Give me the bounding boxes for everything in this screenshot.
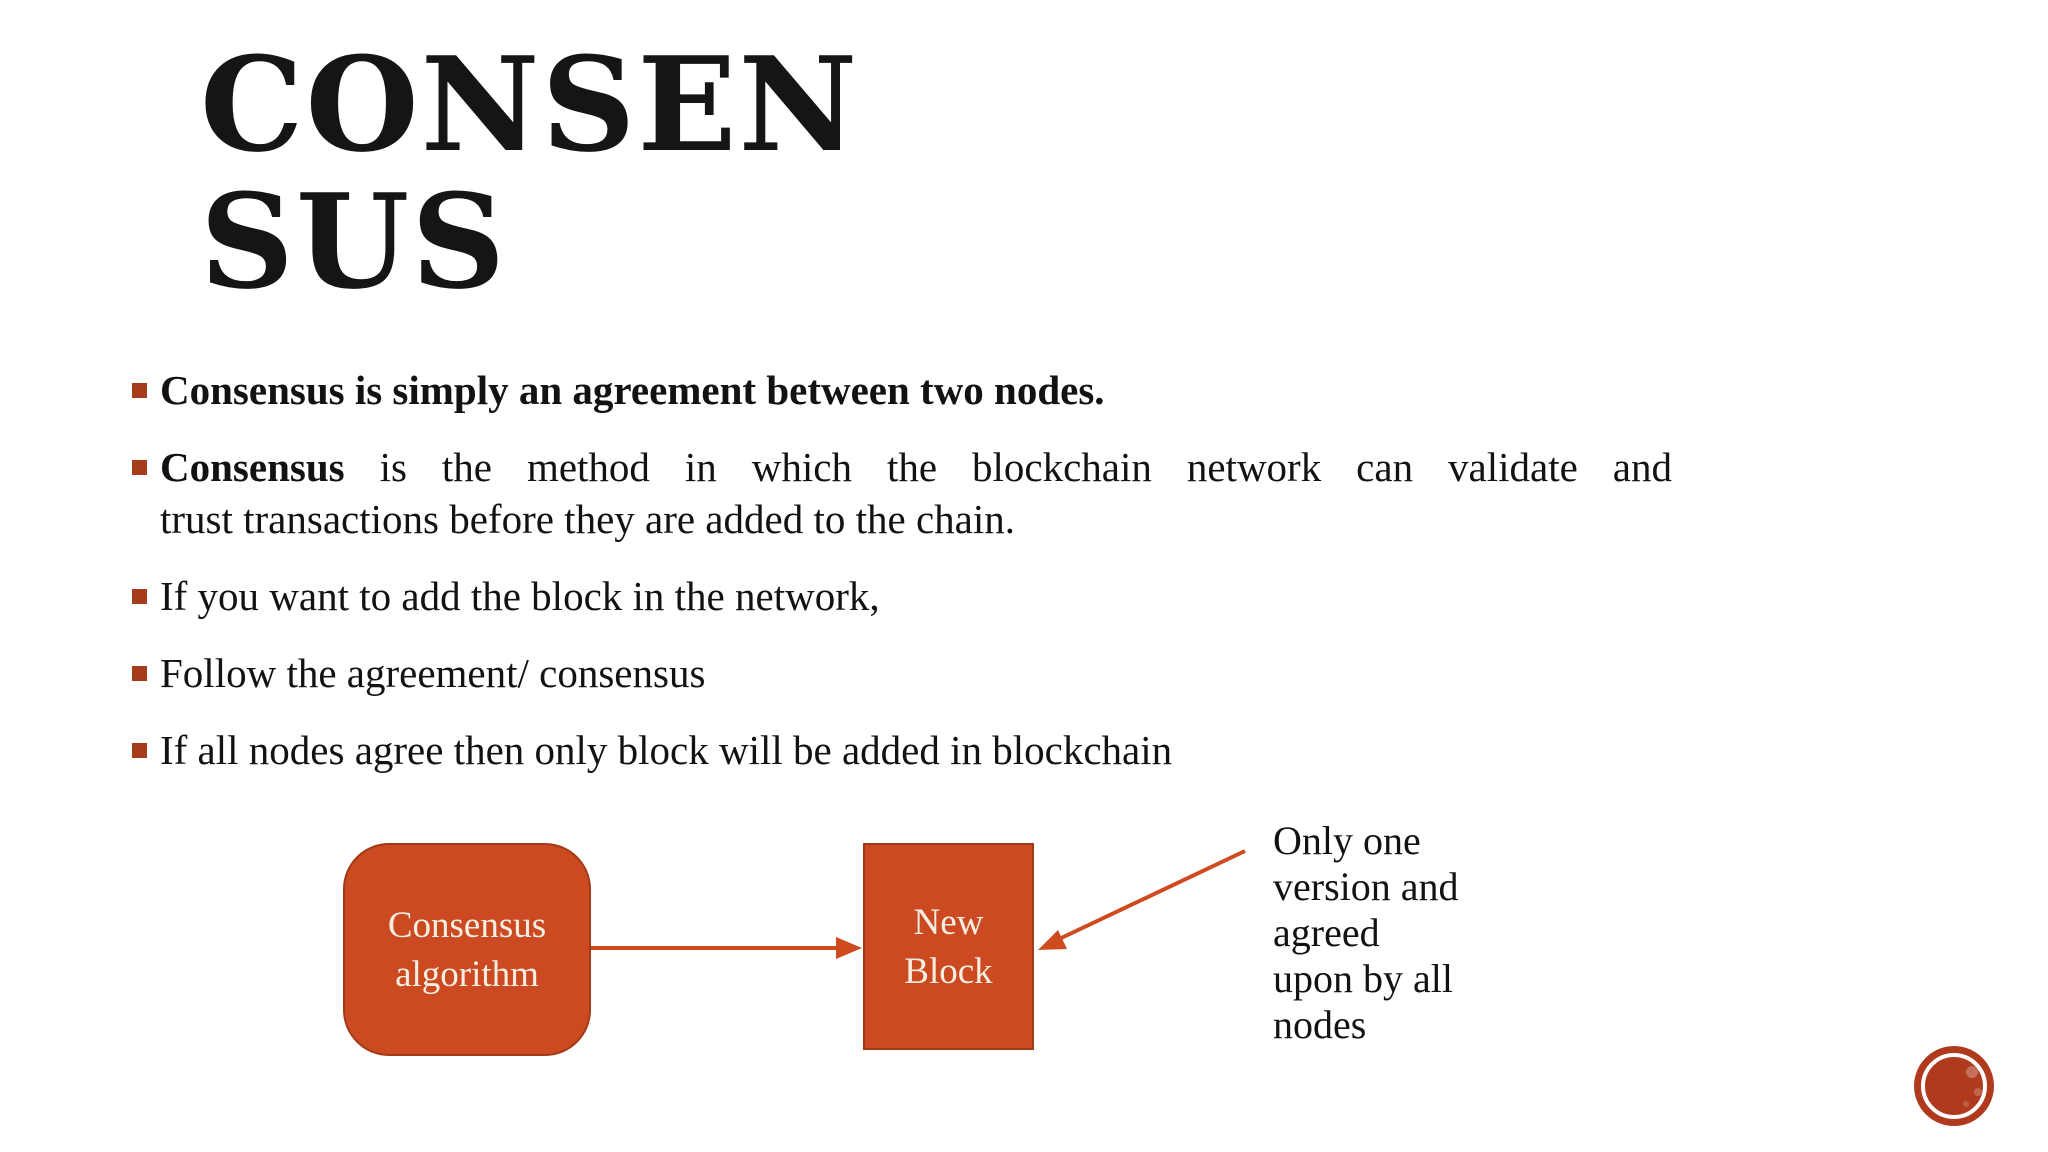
consensus-box-label-line-2: algorithm <box>395 953 539 995</box>
bullet-item-3: If you want to add the block in the netw… <box>132 570 1672 622</box>
consensus-box-label-line-1: Consensus <box>387 904 547 946</box>
diagonal-arrow-icon <box>1038 849 1246 950</box>
slide-title-line-1: CONSEN <box>200 28 860 181</box>
bullet-marker-icon <box>132 666 147 681</box>
right-arrow-icon <box>591 937 862 959</box>
bullet-item-2: Consensus is the method in which the blo… <box>132 441 1672 545</box>
bullet-text: If all nodes agree then only block will … <box>160 727 1173 773</box>
new-block-label-line-2: Block <box>904 950 993 992</box>
bullet-text: If you want to add the block in the netw… <box>160 573 880 619</box>
slide-title: CONSEN SUS <box>200 36 859 310</box>
bullet-text: Follow the agreement/ consensus <box>160 650 706 696</box>
bullet-marker-icon <box>132 589 147 604</box>
stamp-badge-icon <box>1914 1046 1994 1126</box>
bullet-list: Consensus is simply an agreement between… <box>132 364 1672 801</box>
bullet-text: Consensus is the method in which the blo… <box>160 444 1672 542</box>
bullet-item-1: Consensus is simply an agreement between… <box>132 364 1672 416</box>
bullet-item-5: If all nodes agree then only block will … <box>132 724 1672 776</box>
new-block-label-line-1: New <box>913 901 984 943</box>
new-block-shape: New Block <box>863 843 1034 1050</box>
consensus-algorithm-shape: Consensus algorithm <box>343 843 591 1056</box>
slide-title-line-2: SUS <box>200 165 508 318</box>
bullet-text: Consensus is simply an agreement between… <box>160 367 1105 413</box>
bullet-marker-icon <box>132 743 147 758</box>
bullet-item-4: Follow the agreement/ consensus <box>132 647 1672 699</box>
bullet-marker-icon <box>132 383 147 398</box>
annotation-text: Only one version and agreed upon by all … <box>1273 818 1459 1047</box>
bullet-marker-icon <box>132 460 147 475</box>
